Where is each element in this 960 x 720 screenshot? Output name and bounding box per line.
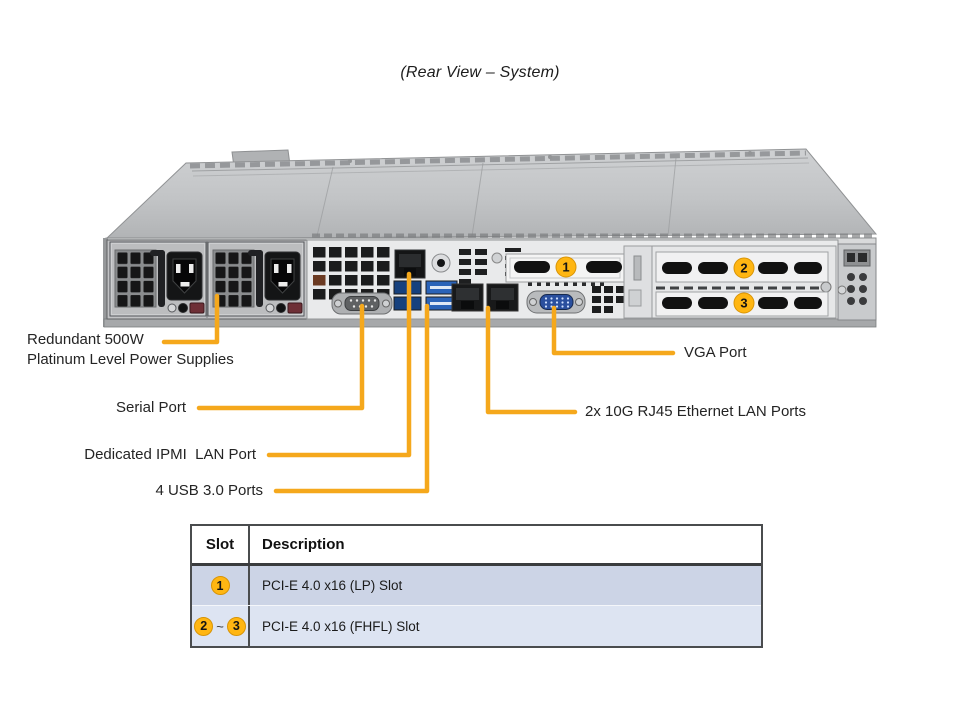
table-row: 2 ~ 3 PCI-E 4.0 x16 (FHFL) Slot: [192, 606, 761, 646]
svg-text:2: 2: [740, 261, 747, 276]
slot-badge-3-table: 3: [226, 616, 246, 636]
callout-line-psu: [161, 293, 220, 345]
psu-label: Redundant 500W Platinum Level Power Supp…: [27, 330, 234, 370]
svg-text:3: 3: [740, 296, 747, 311]
rack-ear-right: [837, 243, 877, 321]
slot-badge-2: 2: [733, 257, 755, 279]
round-connector: [431, 253, 451, 273]
header-description: Description: [262, 536, 345, 553]
svg-text:1: 1: [562, 260, 569, 275]
slot-badge-1-table: 1: [210, 576, 230, 595]
callout-line-usb: [273, 303, 430, 494]
slot-range-separator: ~: [216, 618, 224, 634]
io-panel: [306, 239, 839, 320]
slot-2-3-description: PCI-E 4.0 x16 (FHFL) Slot: [262, 618, 420, 634]
psu-module-1: [109, 241, 207, 317]
psu-label-line1: Redundant 500W: [27, 331, 144, 348]
page-title: (Rear View – System): [400, 64, 560, 81]
serial-port-label: Serial Port: [115, 399, 186, 416]
table-header-row: Slot Description: [192, 526, 761, 566]
slot-badge-2-table: 2: [194, 616, 214, 636]
vga-port-label: VGA Port: [684, 344, 747, 361]
header-slot: Slot: [192, 526, 250, 563]
slot-description-table: Slot Description 1 PCI-E 4.0 x16 (LP) Sl…: [190, 524, 763, 648]
slot-badge-3: 3: [733, 292, 755, 314]
vga-port: [526, 290, 586, 314]
psu-module-2: [207, 241, 305, 317]
table-row: 1 PCI-E 4.0 x16 (LP) Slot: [192, 566, 761, 606]
callout-line-vga: [551, 305, 676, 356]
slot-divider-plate: [623, 245, 653, 319]
slot-1-description: PCI-E 4.0 x16 (LP) Slot: [262, 578, 403, 593]
callout-line-serial: [196, 303, 365, 411]
serial-port: [331, 292, 393, 315]
chassis-top: [104, 148, 878, 240]
lan-port-1: [451, 283, 484, 312]
lan-ports-label: 2x 10G RJ45 Ethernet LAN Ports: [585, 403, 806, 420]
slot-badge-1: 1: [555, 256, 577, 278]
thumbscrew: [820, 281, 832, 293]
usb-ports-label: 4 USB 3.0 Ports: [155, 482, 263, 499]
psu-label-line2: Platinum Level Power Supplies: [27, 351, 234, 368]
callout-line-ipmi: [266, 271, 412, 458]
callout-line-lan: [485, 305, 578, 415]
lan-port-2: [486, 283, 519, 312]
ipmi-lan-port-label: Dedicated IPMI LAN Port: [84, 446, 256, 463]
psu-bay: [106, 239, 308, 320]
